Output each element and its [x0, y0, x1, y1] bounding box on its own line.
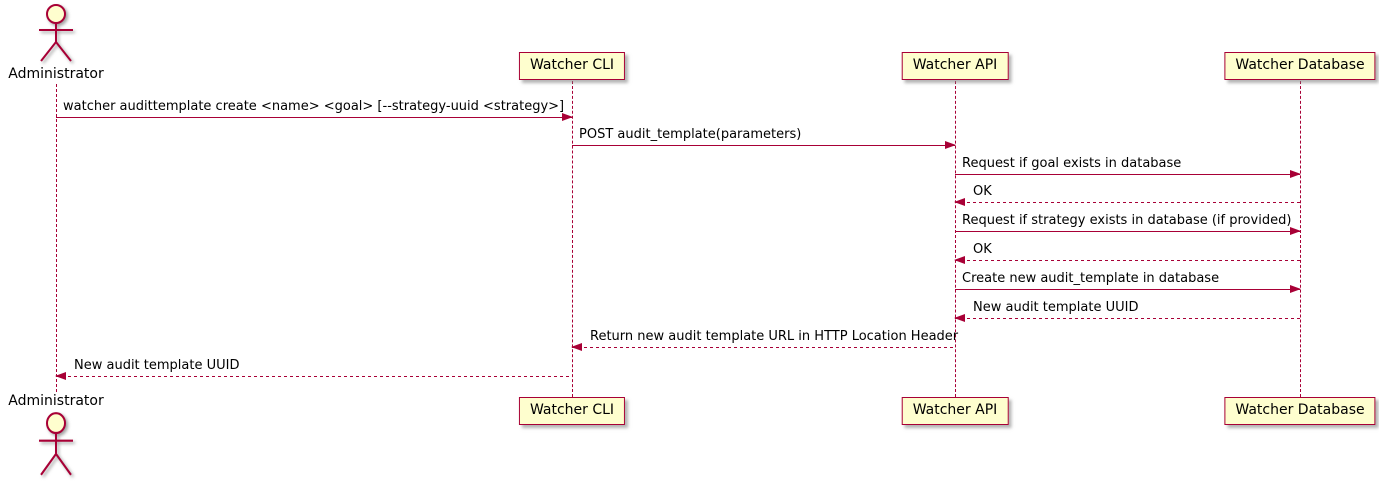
message-3: Request if goal exists in database	[955, 156, 1301, 178]
message-return-arrow	[954, 313, 1300, 322]
participant-label: Watcher Database	[1235, 402, 1365, 418]
lifeline-watcher-database	[1300, 81, 1301, 397]
participant-label: Watcher CLI	[529, 402, 615, 418]
message-arrow	[572, 140, 956, 149]
participant-watcher-api-top: Watcher API	[901, 52, 1009, 80]
message-2: POST audit_template(parameters)	[572, 127, 956, 149]
actor-icon	[39, 4, 73, 62]
message-return-arrow	[954, 255, 1300, 264]
message-label: OK	[973, 242, 992, 257]
message-label: Request if goal exists in database	[962, 156, 1182, 171]
message-label: Request if strategy exists in database (…	[962, 213, 1292, 228]
participant-watcher-cli-top: Watcher CLI	[518, 52, 626, 80]
message-6: OK	[954, 242, 1300, 264]
actor-icon	[39, 412, 73, 476]
message-8: New audit template UUID	[954, 300, 1300, 322]
message-return-arrow	[571, 342, 955, 351]
participant-label: Watcher API	[912, 402, 998, 418]
message-1: watcher audittemplate create <name> <goa…	[56, 99, 573, 121]
participant-watcher-database-top: Watcher Database	[1224, 52, 1376, 80]
message-10: New audit template UUID	[55, 358, 572, 380]
message-label: New audit template UUID	[973, 300, 1139, 315]
arrowhead-left-icon	[55, 371, 66, 380]
arrowhead-right-icon	[562, 112, 573, 121]
arrowhead-right-icon	[945, 140, 956, 149]
lifeline-administrator	[56, 84, 57, 392]
message-label: OK	[973, 184, 992, 199]
message-label: New audit template UUID	[74, 358, 240, 373]
message-label: Return new audit template URL in HTTP Lo…	[590, 329, 959, 344]
participant-label: Watcher Database	[1235, 57, 1365, 73]
message-5: Request if strategy exists in database (…	[955, 213, 1301, 235]
actor-label-top: Administrator	[8, 66, 104, 82]
message-label: Create new audit_template in database	[962, 271, 1220, 286]
message-arrow	[955, 226, 1301, 235]
arrowhead-left-icon	[954, 313, 965, 322]
message-4: OK	[954, 184, 1300, 206]
arrowhead-left-icon	[954, 197, 965, 206]
message-7: Create new audit_template in database	[955, 271, 1301, 293]
message-return-arrow	[954, 197, 1300, 206]
arrowhead-right-icon	[1290, 226, 1301, 235]
lifeline-watcher-api	[955, 81, 956, 397]
actor-label-bottom: Administrator	[8, 393, 104, 409]
participant-watcher-api-bottom: Watcher API	[901, 397, 1009, 425]
message-return-arrow	[55, 371, 572, 380]
participant-watcher-cli-bottom: Watcher CLI	[518, 397, 626, 425]
arrowhead-left-icon	[954, 255, 965, 264]
participant-label: Watcher CLI	[529, 57, 615, 73]
arrowhead-right-icon	[1290, 169, 1301, 178]
message-9: Return new audit template URL in HTTP Lo…	[571, 329, 959, 351]
message-arrow	[955, 169, 1301, 178]
arrowhead-left-icon	[571, 342, 582, 351]
message-arrow	[56, 112, 573, 121]
actor-administrator-top	[31, 3, 81, 63]
message-arrow	[955, 284, 1301, 293]
participant-watcher-database-bottom: Watcher Database	[1224, 397, 1376, 425]
message-label: watcher audittemplate create <name> <goa…	[63, 99, 565, 114]
message-label: POST audit_template(parameters)	[579, 127, 802, 142]
arrowhead-right-icon	[1290, 284, 1301, 293]
participant-label: Watcher API	[912, 57, 998, 73]
lifeline-watcher-cli	[572, 81, 573, 397]
actor-administrator-bottom	[31, 411, 81, 477]
